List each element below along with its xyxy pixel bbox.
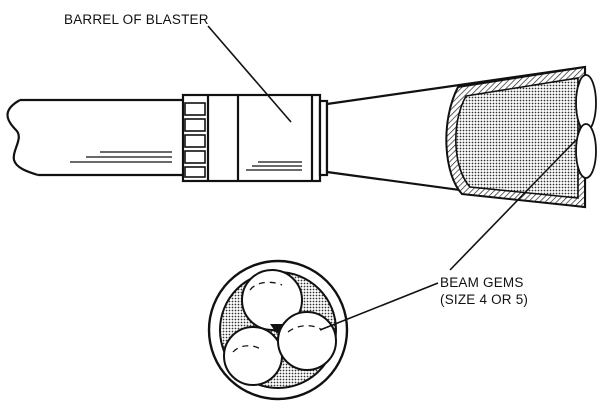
- barrel-label: BARREL OF BLASTER: [64, 12, 209, 27]
- barrel-collar: [181, 93, 329, 183]
- end-view-gems: [223, 269, 337, 386]
- beam-gems-label: BEAM GEMS: [440, 275, 524, 290]
- gems-leader-line-cone: [449, 139, 577, 271]
- cone-gems: [575, 74, 597, 179]
- barrel-tube: [6, 98, 183, 177]
- gems-leader-line-end: [319, 282, 439, 331]
- end-view: [207, 259, 349, 401]
- beam-gems-size-label: (SIZE 4 OR 5): [440, 292, 528, 307]
- barrel-leader-line: [207, 25, 292, 123]
- leader-lines: [207, 25, 577, 331]
- cone-cutaway: [445, 65, 597, 209]
